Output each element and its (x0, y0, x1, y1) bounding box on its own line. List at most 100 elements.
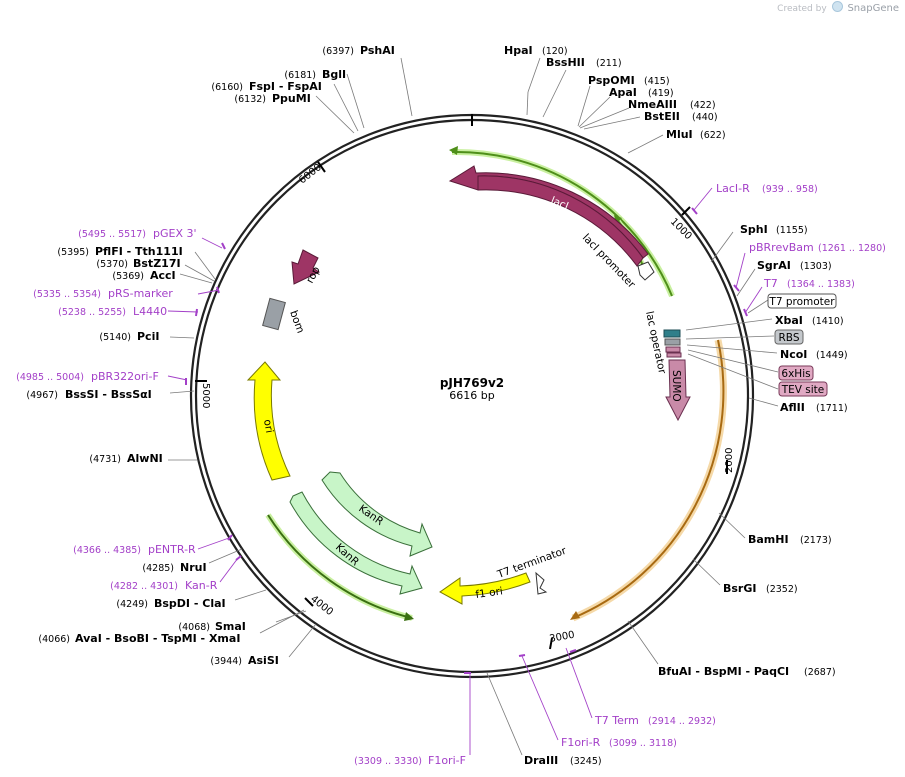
t7-terminator-arrow (535, 571, 548, 595)
lac-operator-label: lac operator (643, 310, 668, 375)
site-pos-bsteii: (440) (692, 112, 718, 123)
site-hpai: HpaI (504, 44, 533, 57)
primer-range-f1ori-f: (3309 .. 3330) (354, 756, 422, 767)
watermark-brand: SnapGene (847, 3, 899, 14)
site-pos-pspomi: (415) (644, 76, 670, 87)
kanr-arrow-1 (321, 471, 433, 557)
site-pos-ncoi: (1449) (816, 350, 848, 361)
primer-range-pgex3: (5495 .. 5517) (78, 229, 146, 240)
ori-arrow (246, 361, 291, 481)
plasmid-length: 6616 bp (449, 389, 494, 402)
plasmid-name: pJH769v2 (440, 376, 504, 390)
bom-box (262, 297, 286, 331)
his-label-box (778, 365, 814, 381)
site-pos-avai: (4066) (38, 634, 70, 645)
site-bstz17i: BstZ17I (133, 257, 181, 270)
site-ncoi: NcoI (780, 348, 807, 361)
restriction-sites: (6397) PshAI HpaI (120) BssHII (211) Psp… (26, 44, 847, 767)
site-fspi-fspai: FspI - FspAI (249, 80, 322, 93)
site-bsshii: BssHII (546, 56, 585, 69)
f1-ori-label: f1 ori (475, 585, 504, 601)
primer-range-l4440: (5238 .. 5255) (58, 307, 126, 318)
site-pos-bspdi: (4249) (116, 599, 148, 610)
primer-f1ori-f: F1ori-F (428, 754, 466, 767)
kanr-outer-arrowhead (404, 612, 414, 621)
primers: LacI-R (939 .. 958) pBRrevBam (1261 .. 1… (16, 182, 886, 767)
orange-arc-glow (571, 339, 727, 622)
lacI-promoter-arrow (637, 261, 655, 281)
site-smai: SmaI (215, 620, 246, 633)
t7-promoter-box (767, 293, 837, 309)
site-pos-sgrai: (1303) (800, 261, 832, 272)
sumo-arrow (665, 359, 691, 422)
t7-promoter-label: T7 promoter (768, 296, 835, 308)
site-pos-nmeaiii: (422) (690, 100, 716, 111)
site-pos-nrui: (4285) (142, 563, 174, 574)
primer-pbr322ori-f: pBR322ori-F (91, 370, 159, 383)
site-pos-pflfi: (5395) (57, 247, 89, 258)
tick-label-3000: 3000 (549, 630, 576, 645)
site-draiii: DraIII (524, 754, 558, 767)
site-bfuai-bspmi-paqci: BfuAI - BspMI - PaqCI (658, 665, 789, 678)
kanr-arrow-2 (289, 491, 423, 595)
site-mlui: MluI (666, 128, 693, 141)
rbs-box (664, 338, 681, 346)
site-aflii: AflII (780, 401, 805, 414)
site-apai: ApaI (609, 86, 637, 99)
site-pos-xbai: (1410) (812, 316, 844, 327)
tev-label: TEV site (781, 384, 825, 396)
bom-label: bom (287, 309, 306, 335)
site-pos-bsssi: (4967) (26, 390, 58, 401)
tick-label-5000: 5000 (200, 383, 211, 408)
site-pos-aflii: (1711) (816, 403, 848, 414)
primer-range-laci-r: (939 .. 958) (762, 184, 818, 195)
site-pos-bgli: (6181) (284, 70, 316, 81)
site-ppumi: PpuMI (272, 92, 311, 105)
site-pos-asisi: (3944) (210, 656, 242, 667)
lacI-outer-arrowhead (449, 146, 458, 155)
primer-laci-r: LacI-R (716, 182, 750, 195)
site-bsssi: BssSI - BssSαI (65, 388, 152, 401)
site-alwni: AlwNI (127, 452, 163, 465)
snapgene-logo-icon (831, 1, 843, 12)
rbs-label: RBS (779, 332, 800, 344)
primer-t7-term: T7 Term (594, 714, 639, 727)
site-pos-bsrgi: (2352) (766, 584, 798, 595)
primer-range-pentr-r: (4366 .. 4385) (73, 545, 141, 556)
site-pos-smai: (4068) (178, 622, 210, 633)
site-xbai: XbaI (775, 314, 803, 327)
site-bgli: BglI (322, 68, 346, 81)
site-pos-draiii: (3245) (570, 756, 602, 767)
site-pos-pshai: (6397) (322, 46, 354, 57)
lac-operator-box (663, 329, 681, 338)
site-pspomi: PspOMI (588, 74, 635, 87)
orange-arc-arrowhead (570, 611, 580, 620)
kanr-outer-line (267, 514, 413, 619)
f1-ori-arrow (439, 572, 531, 605)
site-nrui: NruI (180, 561, 207, 574)
primer-range-f1ori-r: (3099 .. 3118) (609, 738, 677, 749)
site-bamhi: BamHI (748, 533, 789, 546)
primer-range-t7: (1364 .. 1383) (787, 279, 855, 290)
primer-range-pbr322ori-f: (4985 .. 5004) (16, 372, 84, 383)
primer-range-prs-marker: (5335 .. 5354) (33, 289, 101, 300)
primer-range-pbrrevbam: (1261 .. 1280) (818, 243, 886, 254)
primer-l4440: L4440 (133, 305, 167, 318)
tick-1000 (681, 206, 691, 216)
site-asisi: AsiSI (248, 654, 279, 667)
primer-leader-lines (167, 187, 763, 755)
site-pos-sphi: (1155) (776, 225, 808, 236)
lacI-arrow-body (477, 175, 644, 267)
tick-label-1000: 1000 (668, 216, 694, 242)
site-pos-bstz17i: (5370) (96, 259, 128, 270)
rop-arrow (291, 249, 321, 285)
primer-kan-r: Kan-R (185, 579, 218, 592)
site-pcii: PciI (137, 330, 159, 343)
primer-range-t7-term: (2914 .. 2932) (648, 716, 716, 727)
site-pos-bamhi: (2173) (800, 535, 832, 546)
t7-terminator-label: T7 terminator (495, 545, 569, 582)
snapgene-watermark: Created by SnapGene (777, 1, 899, 14)
tick-4000 (304, 597, 314, 607)
tick-3000 (549, 637, 553, 650)
